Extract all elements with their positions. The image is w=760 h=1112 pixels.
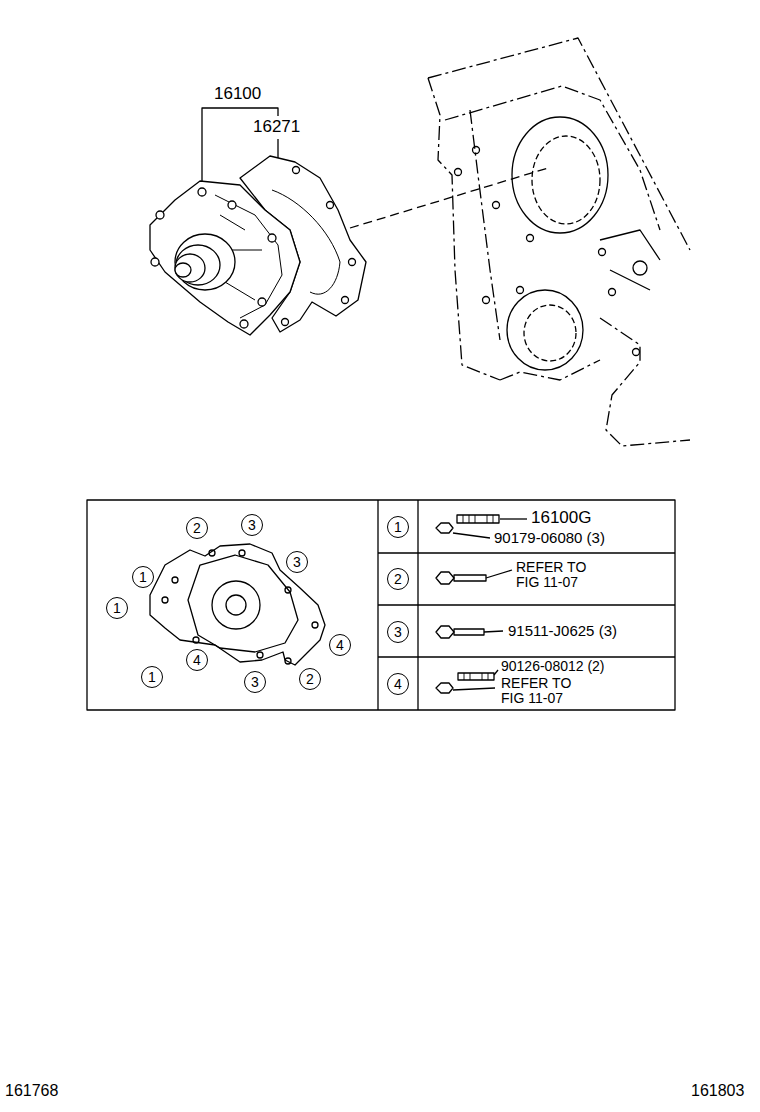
fastener-table: [87, 500, 675, 710]
callout-circle: 1: [387, 516, 409, 538]
callout-circle: 4: [186, 649, 208, 671]
callout-circle: 1: [106, 597, 128, 619]
callout-circle: 2: [387, 568, 409, 590]
callout-number: 1: [148, 670, 156, 684]
callout-circle: 3: [244, 671, 266, 693]
callout-circle: 1: [132, 566, 154, 588]
part-number: 16100: [213, 85, 262, 104]
engine-block: [428, 38, 690, 446]
callout-number: 4: [193, 653, 201, 667]
callout-number: 4: [394, 677, 402, 691]
callout-number: 1: [394, 520, 402, 534]
engine-block-openings: [455, 117, 661, 370]
callout-circle: 3: [387, 621, 409, 643]
callout-circle: 1: [141, 666, 163, 688]
water-pump: [150, 181, 300, 335]
bolt-location-view: [150, 544, 325, 665]
callout-number: 2: [394, 572, 402, 586]
callout-number: 2: [306, 672, 314, 686]
callout-circle: 4: [387, 673, 409, 695]
part-number: 16100G: [530, 509, 593, 528]
figure-number: 161803: [690, 1082, 745, 1100]
callout-circle: 2: [186, 517, 208, 539]
callout-circle: 4: [329, 634, 351, 656]
callout-circle: 3: [286, 551, 308, 573]
part-number: 90179-06080 (3): [493, 530, 606, 547]
figure-number: 161768: [4, 1082, 59, 1100]
callout-number: 4: [336, 638, 344, 652]
callout-number: 2: [193, 521, 201, 535]
callout-number: 3: [248, 518, 256, 532]
part-number: 91511-J0625 (3): [507, 623, 618, 640]
callout-number: 3: [394, 625, 402, 639]
callout-number: 1: [113, 601, 121, 615]
part-number: REFER TO FIG 11-07: [500, 676, 586, 707]
callout-number: 3: [251, 675, 259, 689]
callout-circle: 2: [299, 668, 321, 690]
callout-number: 1: [139, 570, 147, 584]
callout-circle: 3: [241, 514, 263, 536]
part-number: 90126-08012 (2): [500, 659, 606, 674]
callout-number: 3: [293, 555, 301, 569]
part-number: REFER TO FIG 11-07: [515, 560, 601, 591]
part-number: 16271: [252, 118, 301, 137]
